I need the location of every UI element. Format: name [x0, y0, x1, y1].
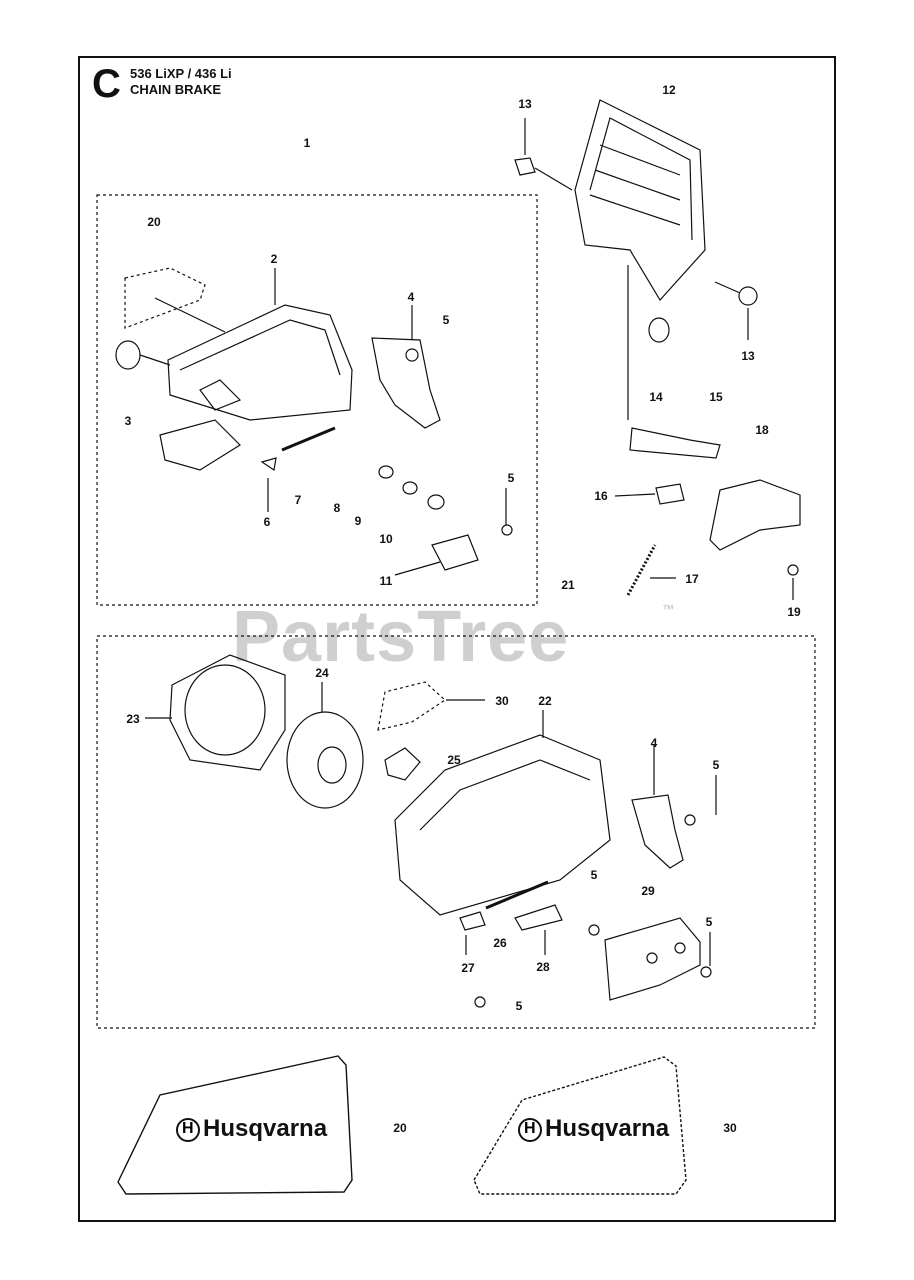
callout-17: 17 [685, 572, 699, 586]
callout-22: 22 [538, 694, 552, 708]
callout-10: 10 [379, 532, 393, 546]
callout-5: 5 [507, 471, 515, 485]
part-28-block [514, 904, 563, 931]
watermark: PartsTree [232, 597, 570, 677]
callout-5: 5 [442, 313, 450, 327]
decal-30-callout: 30 [723, 1121, 737, 1135]
part-5-screw-d [700, 966, 712, 978]
part-4-plate-lower [631, 794, 684, 869]
callout-28: 28 [536, 960, 550, 974]
assembly-group-box-21 [96, 635, 816, 1029]
callout-19: 19 [787, 605, 801, 619]
part-5-screw-c [588, 924, 600, 936]
part-9-ring [402, 481, 418, 495]
part-4-plate [371, 337, 441, 429]
part-washer-left [115, 340, 141, 370]
part-20-decal [124, 267, 206, 329]
part-17-spring [626, 544, 657, 596]
part-29-bar-plate [604, 917, 701, 1001]
callout-5: 5 [590, 868, 598, 882]
part-10-nut [427, 494, 445, 510]
part-22-clutch-cover [394, 734, 611, 916]
part-26-pin [485, 880, 549, 910]
callout-27: 27 [461, 961, 475, 975]
part-13-screw-a [514, 157, 536, 176]
part-14-nut [648, 317, 670, 343]
husqvarna-crown-icon [518, 1118, 542, 1142]
callout-11: 11 [379, 574, 393, 588]
callout-13: 13 [518, 97, 532, 111]
part-5-screw-e [474, 996, 486, 1008]
decal-30-outline [473, 1056, 687, 1195]
part-24-drum [286, 711, 364, 809]
callout-3: 3 [124, 414, 132, 428]
decal-30-brand: Husqvarna [545, 1115, 670, 1142]
callout-1: 1 [303, 136, 311, 150]
part-5-screw-b [684, 814, 696, 826]
callout-6: 6 [263, 515, 271, 529]
model-title: 536 LiXP / 436 Li [130, 66, 232, 81]
callout-2: 2 [270, 252, 278, 266]
part-23-drum-housing [169, 654, 286, 771]
part-7-pin [281, 426, 336, 452]
part-12-front-handguard [574, 99, 706, 302]
part-8-washer [378, 465, 394, 479]
diagram-subtitle: CHAIN BRAKE [130, 82, 221, 97]
callout-5: 5 [515, 999, 523, 1013]
callout-13: 13 [741, 349, 755, 363]
callout-29: 29 [641, 884, 655, 898]
callout-4: 4 [650, 736, 658, 750]
part-27-nut [459, 911, 486, 931]
decal-20-outline [117, 1055, 353, 1195]
callout-8: 8 [333, 501, 341, 515]
part-2-clutch-cover [167, 304, 353, 421]
callout-12: 12 [662, 83, 676, 97]
part-3-bracket [159, 419, 241, 471]
callout-25: 25 [447, 753, 461, 767]
callout-7: 7 [294, 493, 302, 507]
callout-4: 4 [407, 290, 415, 304]
part-19-screw [787, 564, 799, 576]
part-11-block [431, 534, 479, 571]
part-5-screw-a [501, 524, 513, 536]
callout-15: 15 [709, 390, 723, 404]
callout-5: 5 [705, 915, 713, 929]
callout-26: 26 [493, 936, 507, 950]
callout-30: 30 [495, 694, 509, 708]
decal-20-brand: Husqvarna [203, 1115, 328, 1142]
part-18-spring-assy [629, 427, 721, 459]
part-13-screw-b [738, 286, 758, 306]
callout-5: 5 [712, 758, 720, 772]
callout-9: 9 [354, 514, 362, 528]
callout-18: 18 [755, 423, 769, 437]
diagram-frame [78, 56, 836, 1222]
callout-20: 20 [147, 215, 161, 229]
part-25-star [384, 747, 421, 781]
decal-20-callout: 20 [393, 1121, 407, 1135]
callout-16: 16 [594, 489, 608, 503]
part-16-link [655, 483, 685, 505]
assembly-group-box-1 [96, 194, 538, 606]
part-30-decal-sketch [377, 681, 446, 731]
part-6-clip [260, 457, 277, 472]
callout-14: 14 [649, 390, 663, 404]
section-letter: C [92, 62, 121, 106]
callout-21: 21 [561, 578, 575, 592]
husqvarna-crown-icon [176, 1118, 200, 1142]
watermark-tm: ™ [662, 602, 674, 616]
callout-23: 23 [126, 712, 140, 726]
part-brake-lever [709, 479, 801, 551]
callout-24: 24 [315, 666, 329, 680]
